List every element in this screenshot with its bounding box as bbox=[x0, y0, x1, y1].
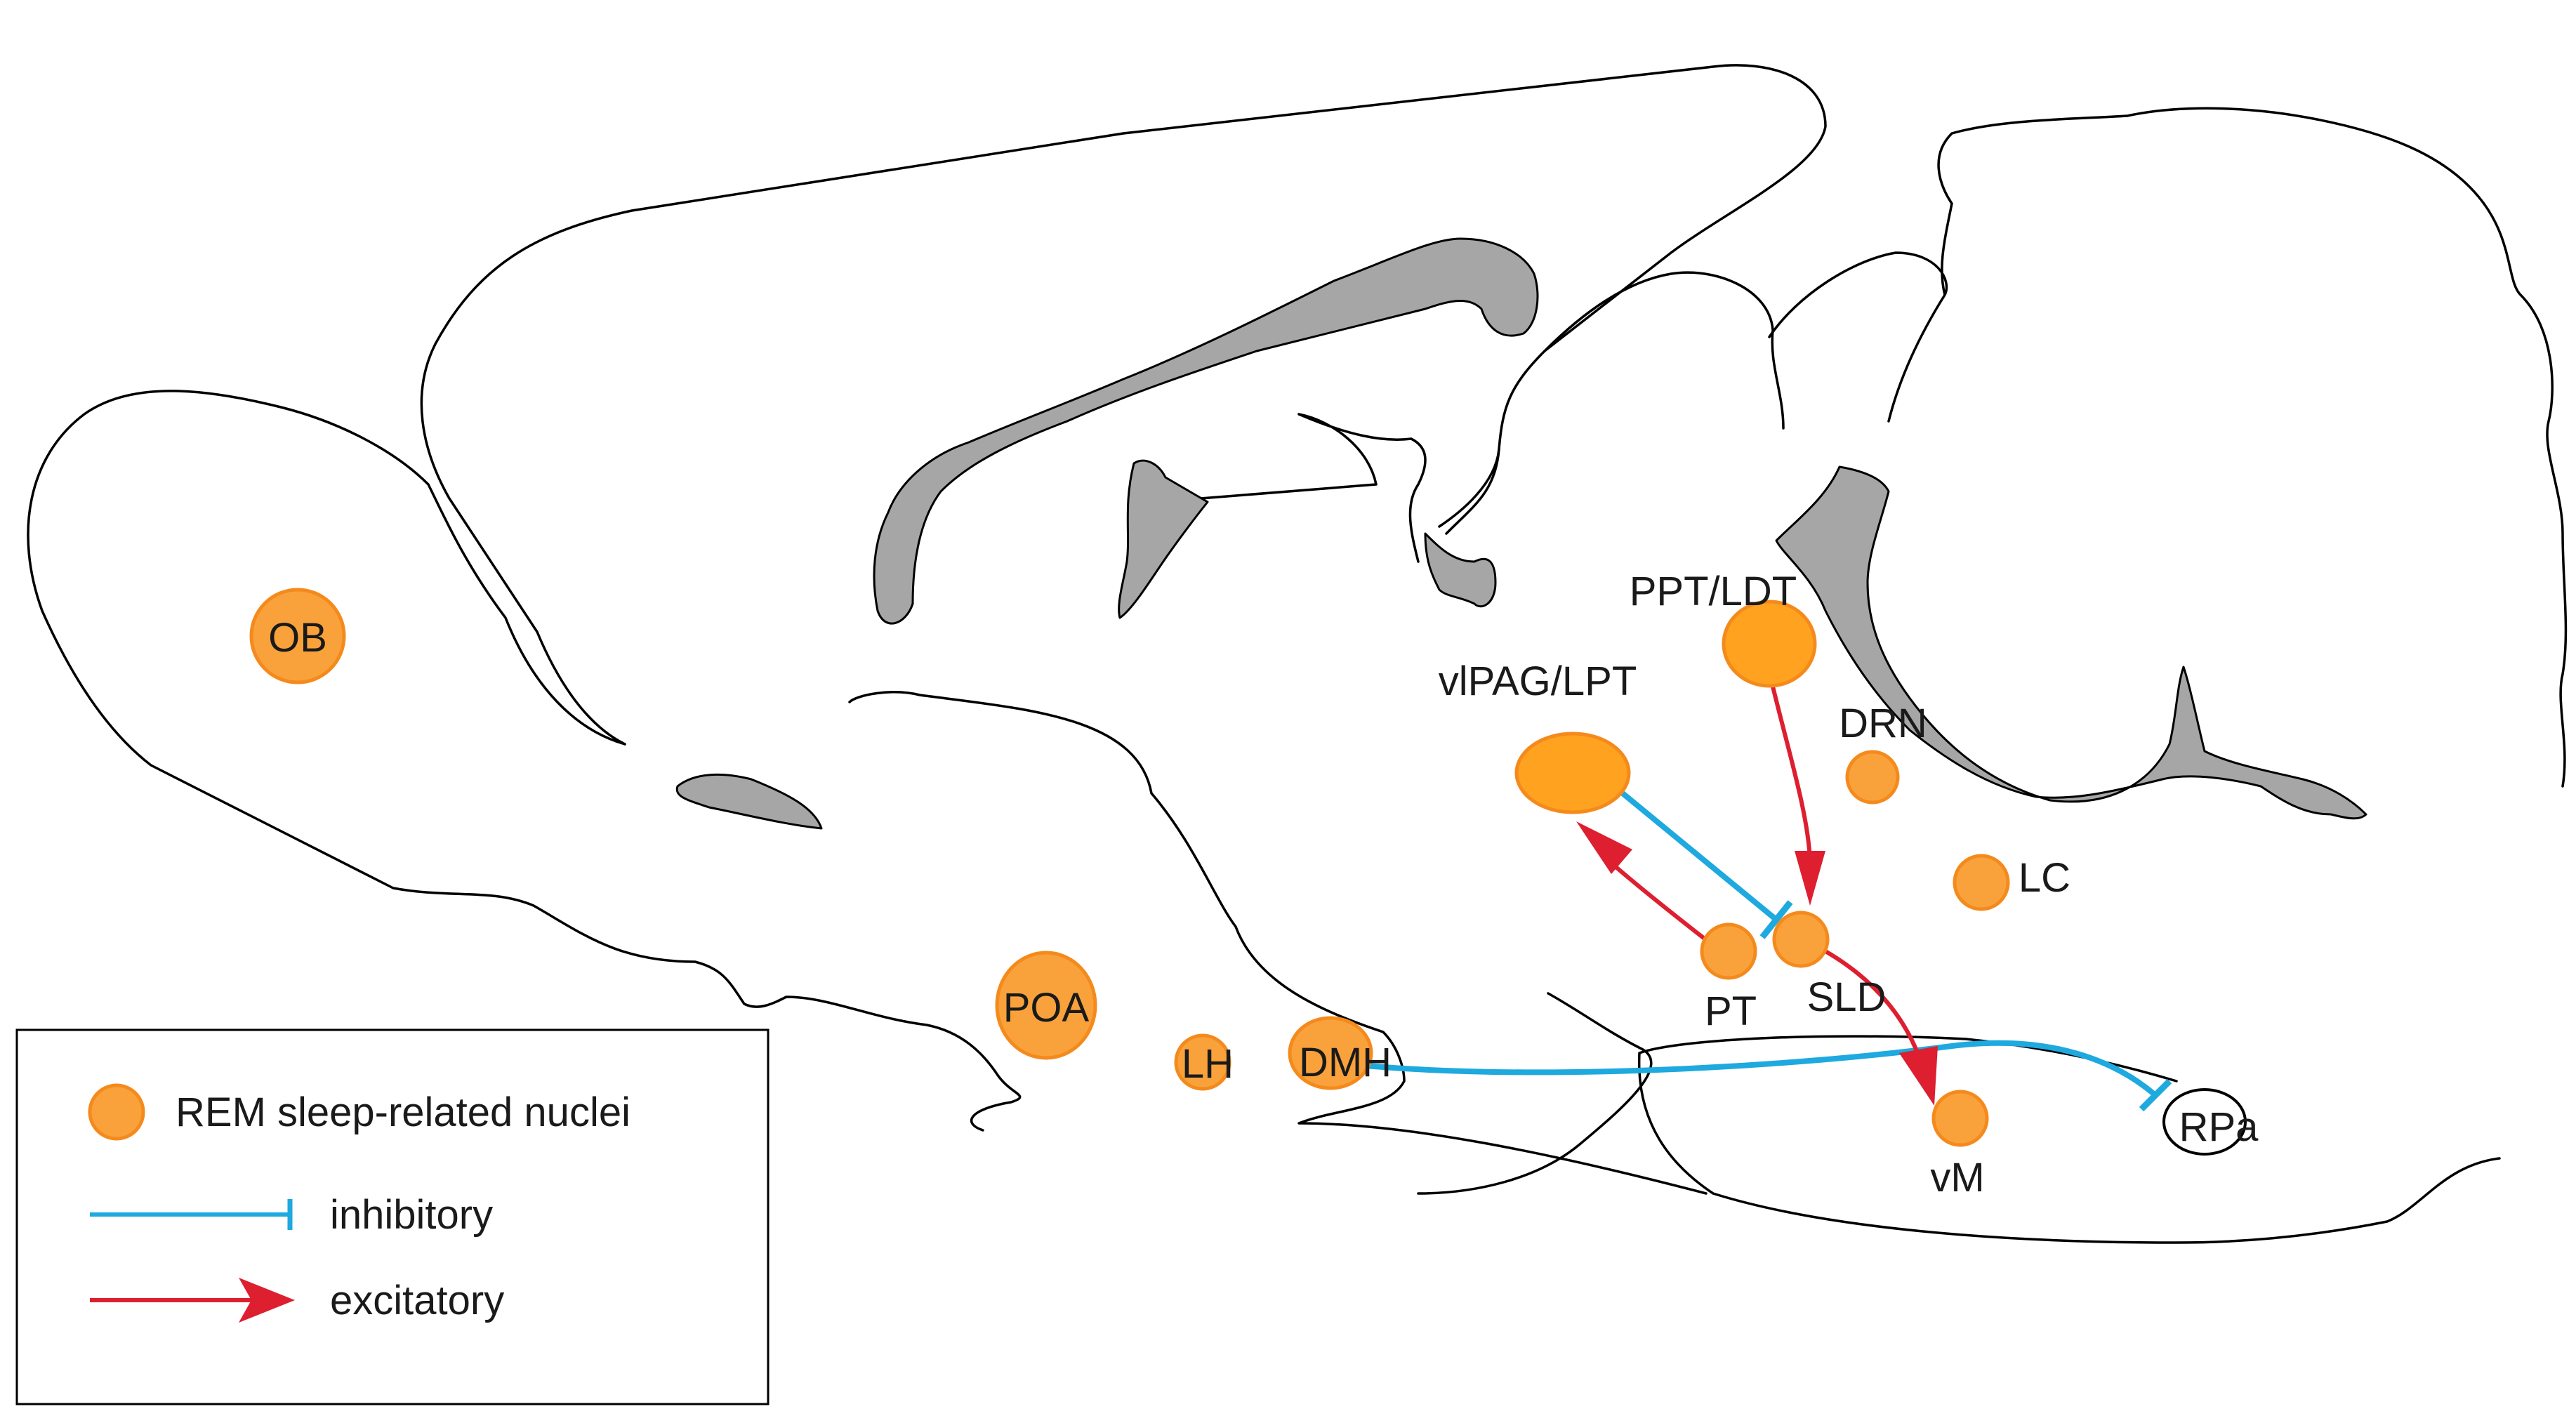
label-vm: vM bbox=[1930, 1155, 1984, 1200]
nucleus-ob bbox=[249, 588, 346, 684]
lateral-ventricle bbox=[873, 237, 1539, 625]
thalamus-outline bbox=[1150, 413, 1427, 563]
legend-excitatory-arrowhead bbox=[239, 1278, 295, 1323]
legend-box bbox=[15, 1028, 770, 1405]
nucleus-dmh bbox=[1288, 1016, 1373, 1090]
label-ob: OB bbox=[268, 615, 327, 661]
vm-arrowhead bbox=[1899, 1046, 1938, 1106]
forebrain-outline bbox=[420, 64, 1827, 1195]
olfactory-ventricle bbox=[675, 774, 823, 830]
legend-inhibitory-label: inhibitory bbox=[330, 1192, 493, 1238]
midbrain-outline bbox=[1438, 271, 1785, 528]
label-poa: POA bbox=[1003, 985, 1090, 1031]
nucleus-pt bbox=[1700, 922, 1757, 980]
vlpag-arrowhead bbox=[1576, 821, 1632, 874]
pptldt-to-sld-excitatory bbox=[1771, 686, 1812, 861]
sld-to-vm-excitatory bbox=[1824, 949, 1922, 1061]
olfactory-bulb-outline bbox=[27, 390, 1022, 1132]
connections bbox=[1365, 686, 2172, 1112]
legend-excitatory-label: excitatory bbox=[330, 1278, 504, 1323]
label-rpa: RPa bbox=[2179, 1104, 2259, 1150]
legend-nuclei-label: REM sleep-related nuclei bbox=[176, 1090, 630, 1135]
rpa-inhibitory-bar bbox=[2139, 1078, 2172, 1112]
dmh-to-rpa-inhibitory bbox=[1365, 1040, 2158, 1098]
nucleus-lh bbox=[1174, 1033, 1231, 1091]
label-lc: LC bbox=[2019, 855, 2070, 901]
ventricles bbox=[675, 237, 2367, 830]
cerebral-aqueduct bbox=[1424, 532, 1497, 608]
sld-arrowhead bbox=[1795, 851, 1825, 906]
nucleus-vm bbox=[1931, 1090, 1989, 1147]
label-lh: LH bbox=[1182, 1041, 1234, 1087]
nuclei: OB POA LH DMH vlPAG/LPT PPT/LDT DRN LC P… bbox=[249, 569, 2259, 1200]
label-drn: DRN bbox=[1839, 701, 1927, 746]
brain-outline bbox=[27, 64, 2568, 1244]
label-vlpag-lpt: vlPAG/LPT bbox=[1439, 659, 1637, 704]
third-ventricle-anterior bbox=[1118, 459, 1209, 619]
nucleus-lc bbox=[1953, 854, 2010, 911]
nucleus-sld bbox=[1772, 911, 1830, 968]
nucleus-rpa bbox=[2162, 1088, 2247, 1156]
pt-to-vlpag-excitatory bbox=[1606, 858, 1713, 946]
label-pt: PT bbox=[1705, 988, 1757, 1034]
nucleus-drn bbox=[1845, 750, 1900, 805]
sld-inhibitory-bar bbox=[1759, 900, 1793, 939]
legend: REM sleep-related nuclei inhibitory exci… bbox=[15, 1028, 770, 1405]
vlpag-to-sld-inhibitory bbox=[1616, 787, 1778, 922]
label-sld: SLD bbox=[1807, 974, 1887, 1020]
legend-nucleus-swatch bbox=[88, 1083, 145, 1141]
nucleus-poa bbox=[995, 951, 1097, 1060]
fourth-ventricle bbox=[1775, 465, 2367, 820]
nucleus-vlpag-lpt bbox=[1514, 732, 1631, 814]
label-dmh: DMH bbox=[1299, 1040, 1392, 1085]
nucleus-ppt-ldt bbox=[1722, 600, 1817, 688]
cerebellum-outline bbox=[1768, 107, 2568, 788]
label-ppt-ldt: PPT/LDT bbox=[1630, 569, 1797, 614]
